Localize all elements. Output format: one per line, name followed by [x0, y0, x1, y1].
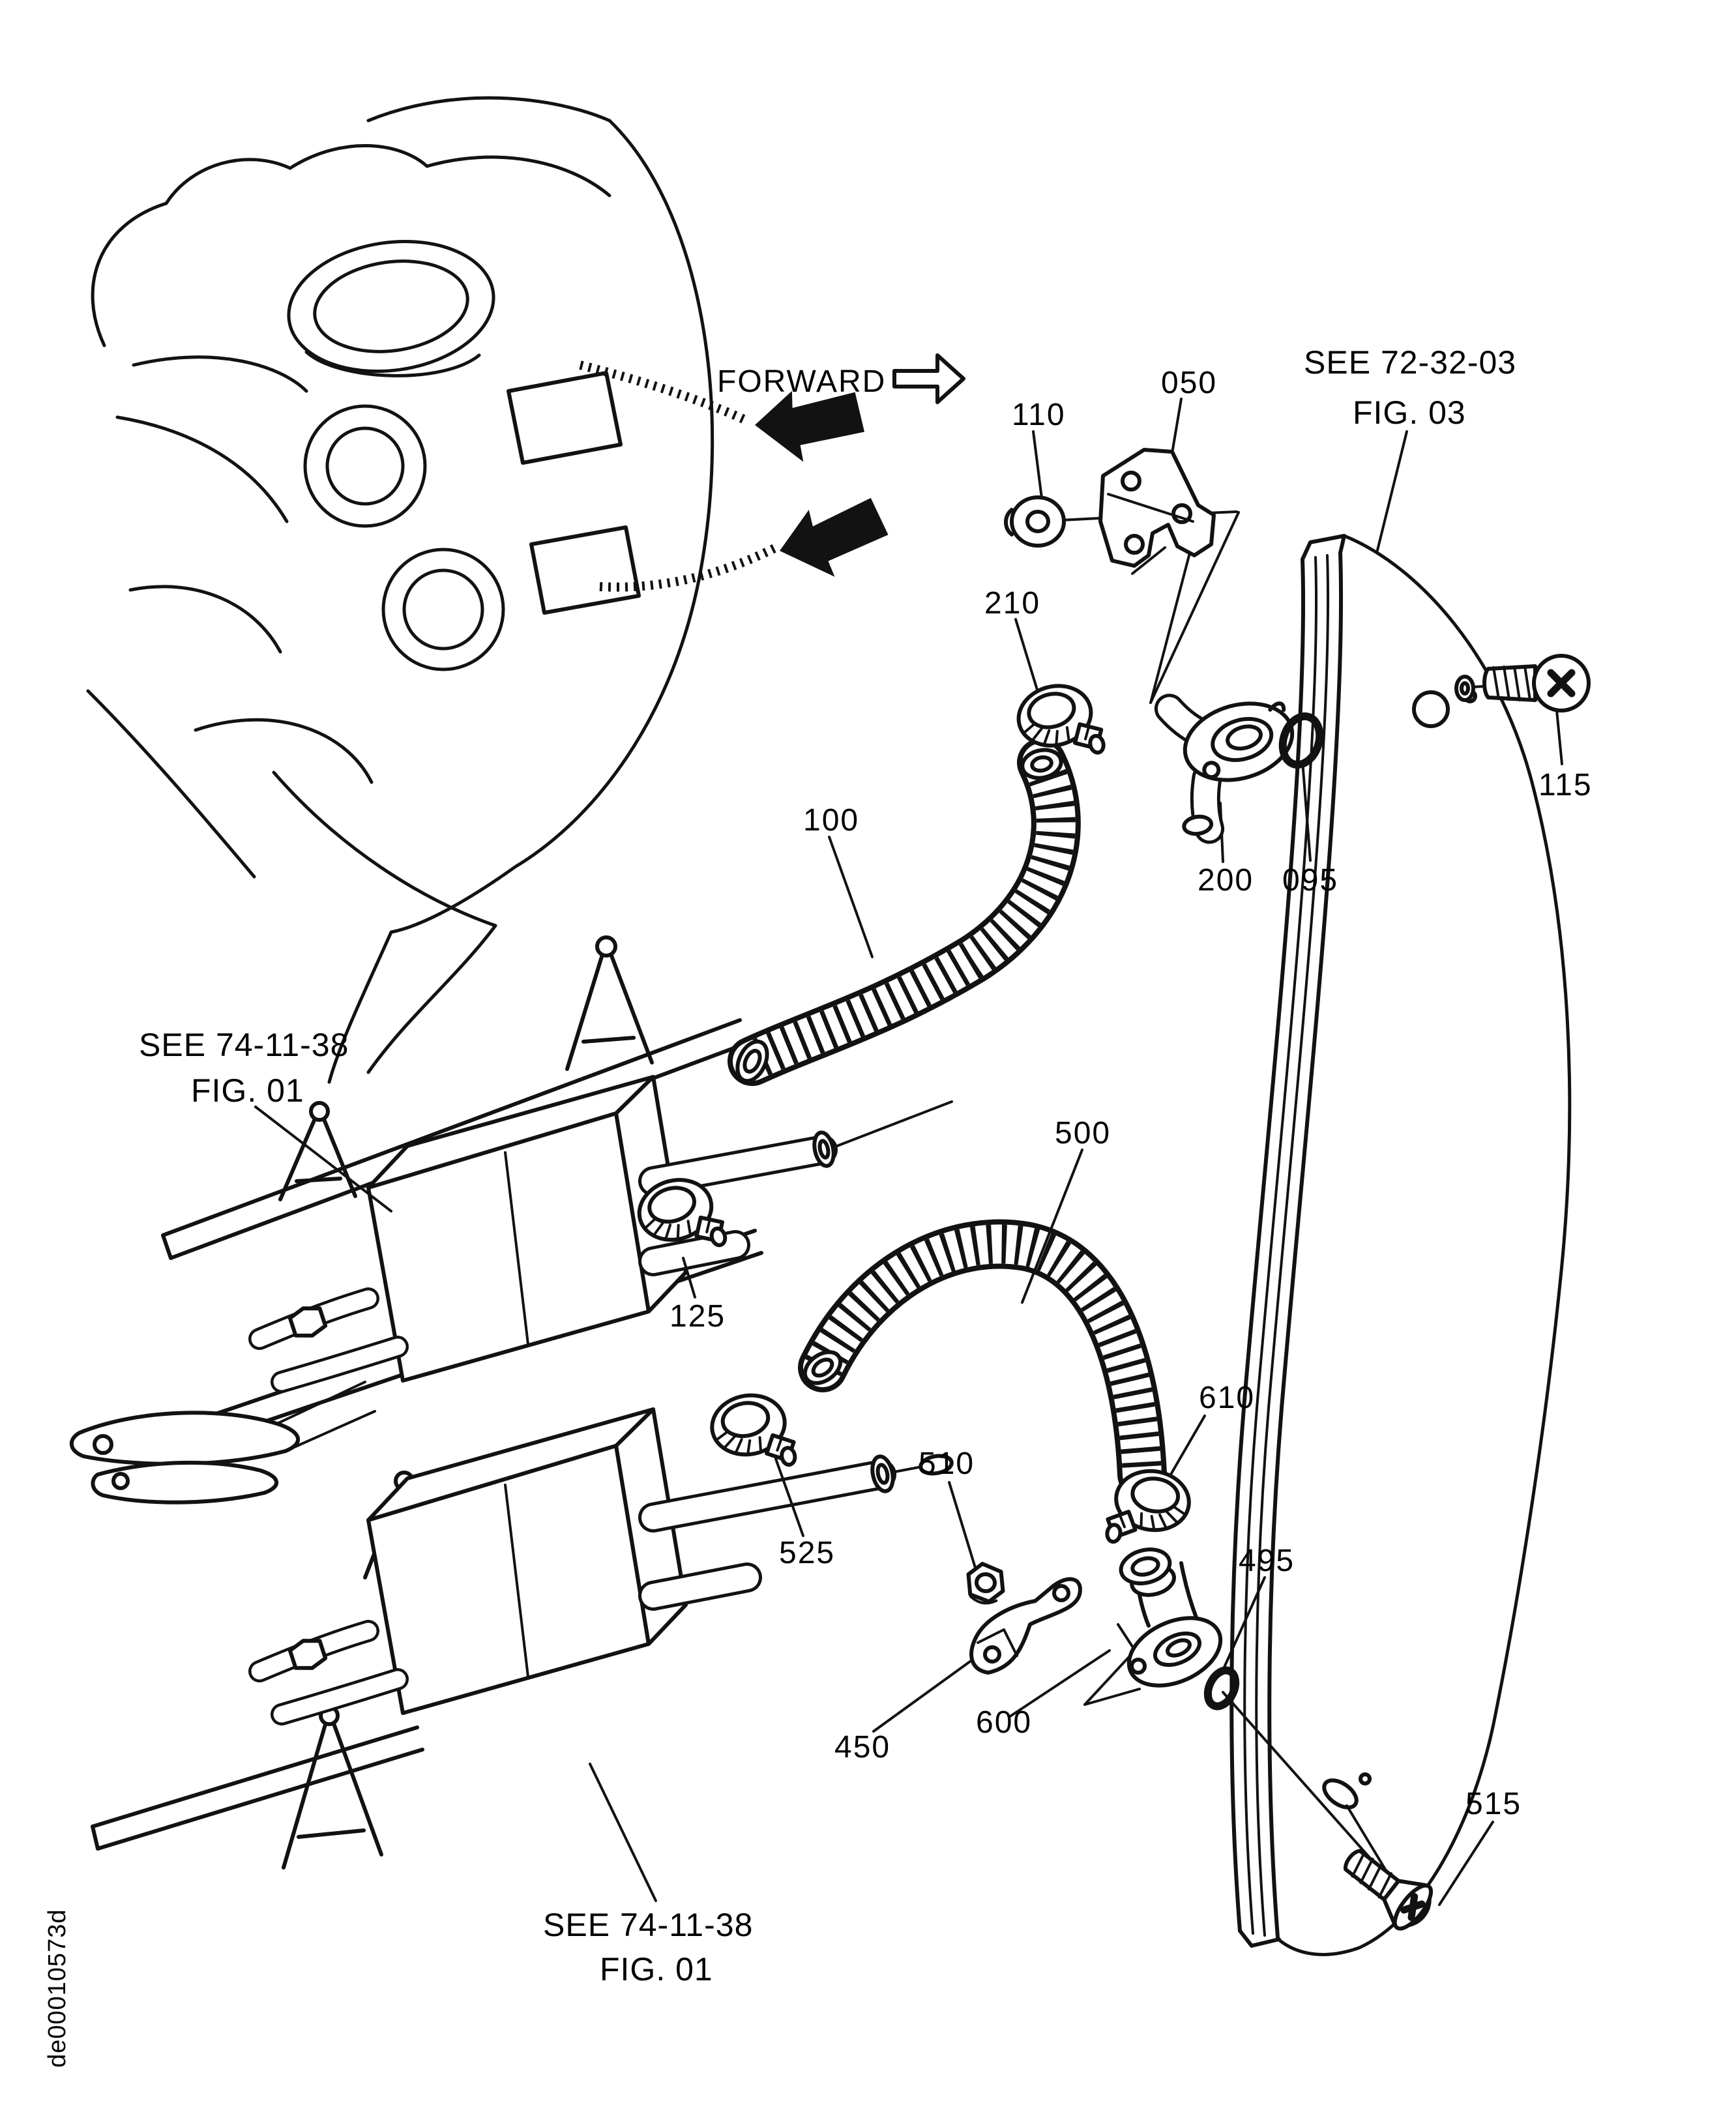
ref-see-74-11-38-top: SEE 74-11-38 [139, 1027, 349, 1063]
a-bracket [565, 940, 654, 1071]
forward-label: FORWARD [717, 364, 886, 399]
flywheel-ring [287, 239, 495, 374]
separator-assembly-drawing [70, 935, 954, 1870]
bracket-050-drawing [1098, 448, 1216, 568]
nut-510-drawing [966, 1562, 1005, 1605]
part-callout-200: 200 [1198, 863, 1254, 898]
part-callout-510: 510 [919, 1446, 975, 1481]
solenoid-box [529, 525, 641, 615]
hose-clamp-525-drawing [707, 1389, 797, 1477]
hex-union [287, 1306, 328, 1338]
panel-hole [1412, 690, 1450, 728]
leader-lines [254, 398, 1563, 1906]
part-callout-500: 500 [1055, 1116, 1111, 1151]
panel-slot [1322, 1778, 1359, 1810]
fitting-600-drawing [1119, 1548, 1223, 1688]
hose-500-drawing [798, 1219, 1167, 1499]
part-callout-600: 600 [976, 1705, 1032, 1740]
harness [579, 360, 748, 425]
o-ring-095-drawing [1278, 712, 1324, 769]
location-arrow-icon [755, 390, 865, 462]
solenoid-box [507, 371, 623, 465]
throttle-body [303, 404, 427, 528]
ref-fig-01-top: FIG. 01 [191, 1072, 304, 1109]
part-callout-115: 115 [1538, 768, 1593, 802]
hose-100-drawing [728, 738, 1081, 1086]
ref-see-74-11-38-bottom: SEE 74-11-38 [543, 1907, 753, 1943]
location-arrow-icon [780, 497, 889, 577]
hex-union [287, 1639, 328, 1670]
part-callout-525: 525 [779, 1536, 835, 1570]
harness [599, 543, 778, 592]
part-callout-100: 100 [803, 803, 859, 838]
screw-515-drawing [1344, 1849, 1434, 1931]
phillips-cross-icon [1400, 1893, 1426, 1922]
forward-arrow-icon [892, 353, 965, 404]
part-callout-210: 210 [984, 586, 1040, 621]
vapor-separator-lower [366, 1407, 688, 1715]
ref-see-72-32-03: SEE 72-32-03 [1304, 344, 1516, 381]
fitting-200-drawing [1154, 694, 1295, 844]
lower-rail [91, 1725, 424, 1851]
part-callout-050: 050 [1161, 366, 1217, 400]
part-callout-125: 125 [669, 1299, 726, 1334]
fork-bracket [91, 1460, 279, 1504]
screw-115-drawing [1454, 654, 1591, 712]
phillips-cross-icon [1547, 669, 1576, 697]
o-ring-495-drawing [1203, 1666, 1240, 1710]
throttle-body [381, 548, 505, 671]
part-callout-095: 095 [1282, 863, 1338, 898]
part-callout-495: 495 [1239, 1544, 1295, 1578]
grommet-110-drawing [1004, 495, 1066, 548]
vapor-separator-upper [366, 1075, 688, 1383]
part-callout-515: 515 [1465, 1787, 1522, 1821]
doc-code: de00010573d [44, 1909, 71, 2068]
bracket-450-drawing [969, 1577, 1082, 1675]
part-callout-110: 110 [1012, 398, 1066, 432]
part-callout-610: 610 [1199, 1381, 1255, 1415]
ref-fig-01-bottom: FIG. 01 [600, 1951, 713, 1988]
ref-fig-03: FIG. 03 [1353, 394, 1466, 431]
engine-location-illustration [86, 96, 889, 1084]
part-callout-450: 450 [834, 1730, 890, 1765]
